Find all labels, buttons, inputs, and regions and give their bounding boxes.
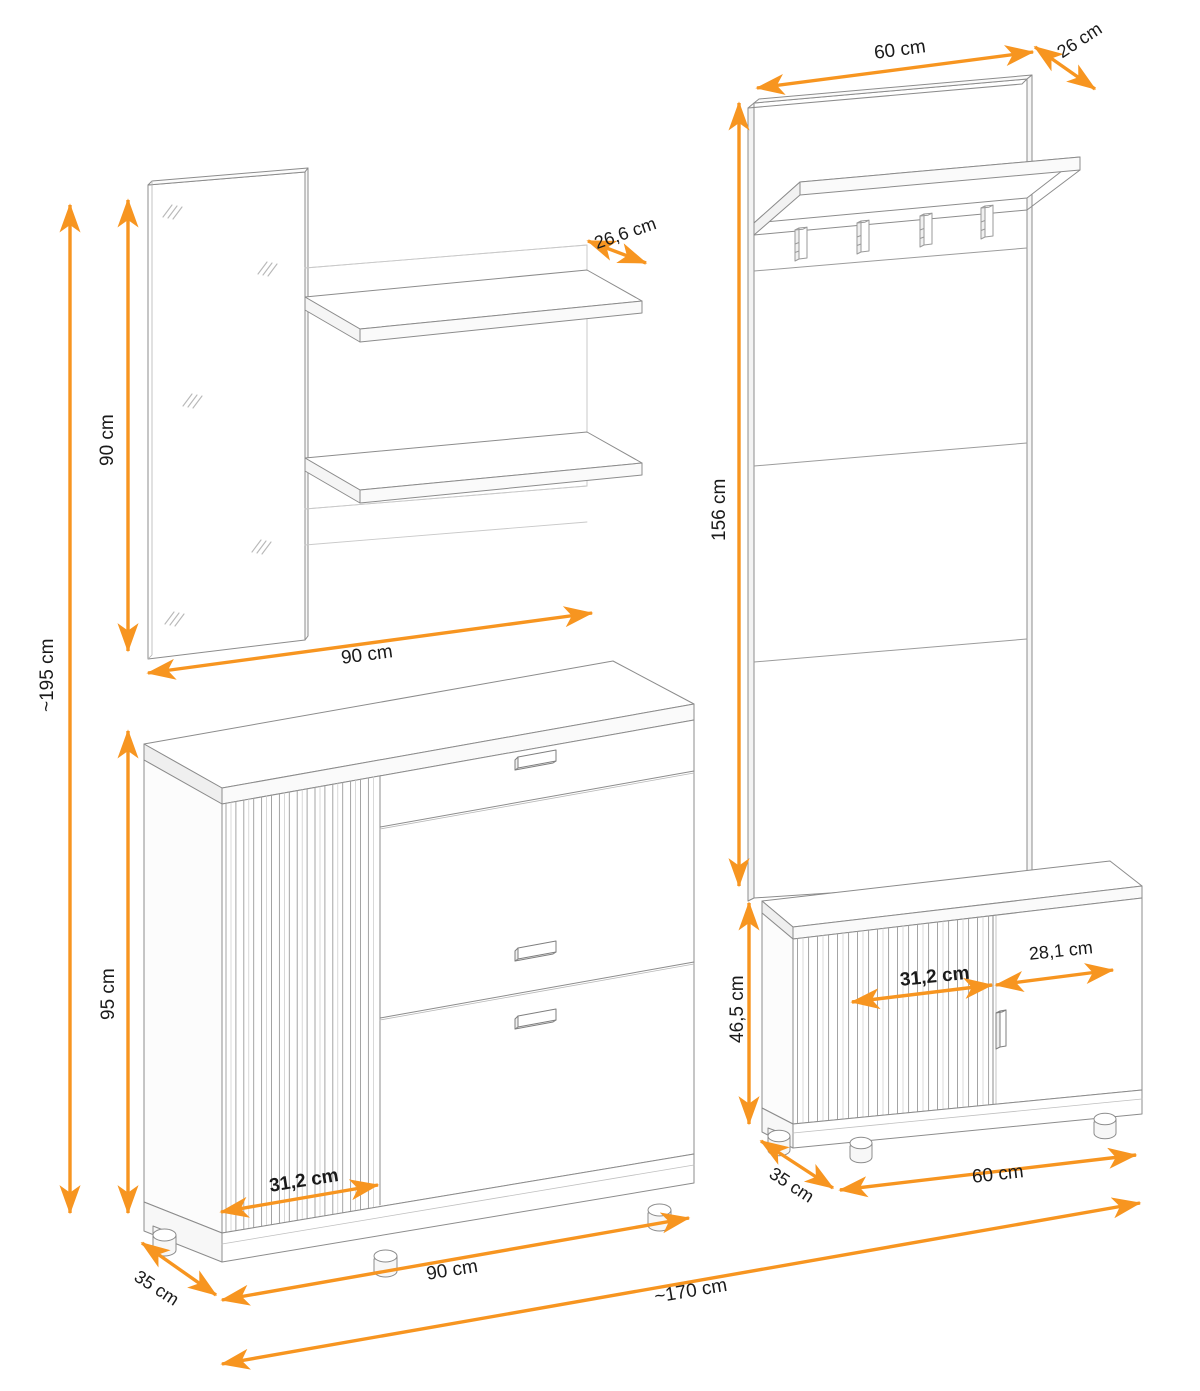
label-rack-height: 156 cm: [709, 478, 730, 541]
dim-arrow-bench-width: [838, 1147, 1138, 1198]
bench-door-handle: [995, 1009, 1007, 1050]
dim-arrow-mirror-width: [146, 606, 594, 680]
dim-arrow-bench-door: [994, 963, 1115, 992]
bench-cabinet-body: [761, 860, 1143, 1164]
label-total-height: ~195 cm: [37, 638, 58, 712]
dim-arrow-bench-depth: [759, 1139, 835, 1190]
label-sideboard-height: 95 cm: [98, 968, 119, 1020]
label-bench-height: 46,5 cm: [727, 975, 748, 1043]
dim-arrow-sideboard-depth: [140, 1241, 218, 1297]
wall-shelf-unit-body: [304, 244, 643, 546]
coat-hooks-group: [794, 204, 994, 262]
sideboard-handle-tabs: [514, 749, 557, 1030]
dim-arrow-bench-fluted: [850, 977, 994, 1010]
dim-arrow-shelf-depth: [586, 239, 648, 265]
label-mirror-height: 90 cm: [97, 414, 118, 466]
sideboard-body: [143, 660, 695, 1278]
dim-arrow-rack-depth: [1033, 45, 1097, 91]
wall-mirror-body: [147, 167, 309, 660]
dim-arrow-total-width: [220, 1197, 1142, 1370]
coat-rack-panel-body: [747, 74, 1081, 902]
dim-arrow-rack-width: [755, 45, 1035, 95]
